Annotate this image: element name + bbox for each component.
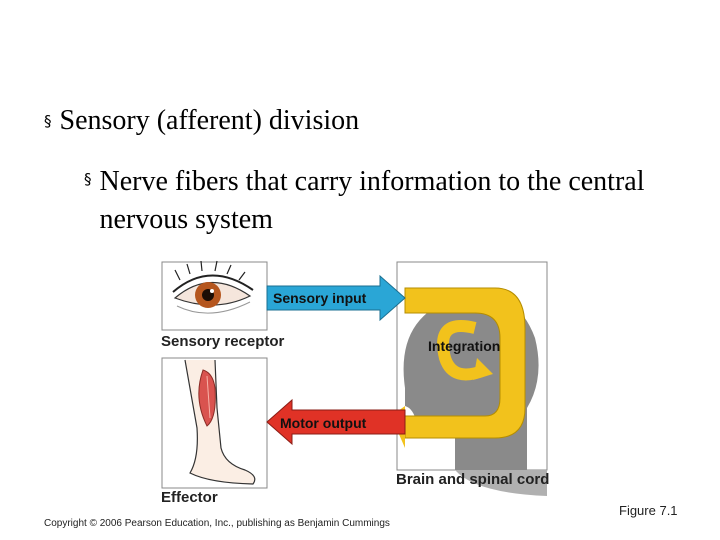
leg-image <box>161 357 268 489</box>
figure-number: Figure 7.1 <box>619 503 678 518</box>
eye-image <box>161 260 268 331</box>
arrow-label-sensory-input: Sensory input <box>273 290 367 306</box>
label-integration: Integration <box>428 338 500 354</box>
bullet-level1: § Sensory (afferent) division <box>44 106 359 136</box>
arrow-label-motor-output: Motor output <box>280 415 367 431</box>
caption-effector: Effector <box>161 489 218 506</box>
nervous-system-figure: Sensory input Motor output Integration <box>161 260 548 496</box>
caption-brain-spinal-cord: Brain and spinal cord <box>396 471 550 488</box>
bullet-level2: § Nerve fibers that carry information to… <box>84 163 684 239</box>
motor-output-arrow <box>266 398 406 446</box>
bullet-text-sensory-division: Sensory (afferent) division <box>59 105 360 136</box>
copyright-notice: Copyright © 2006 Pearson Education, Inc.… <box>44 518 390 529</box>
bullet-text-nerve-fibers: Nerve fibers that carry information to t… <box>99 166 652 235</box>
caption-sensory-receptor: Sensory receptor <box>161 333 285 350</box>
bullet-marker: § <box>44 112 52 130</box>
sensory-input-arrow <box>266 274 406 322</box>
bullet-marker: § <box>84 170 92 188</box>
